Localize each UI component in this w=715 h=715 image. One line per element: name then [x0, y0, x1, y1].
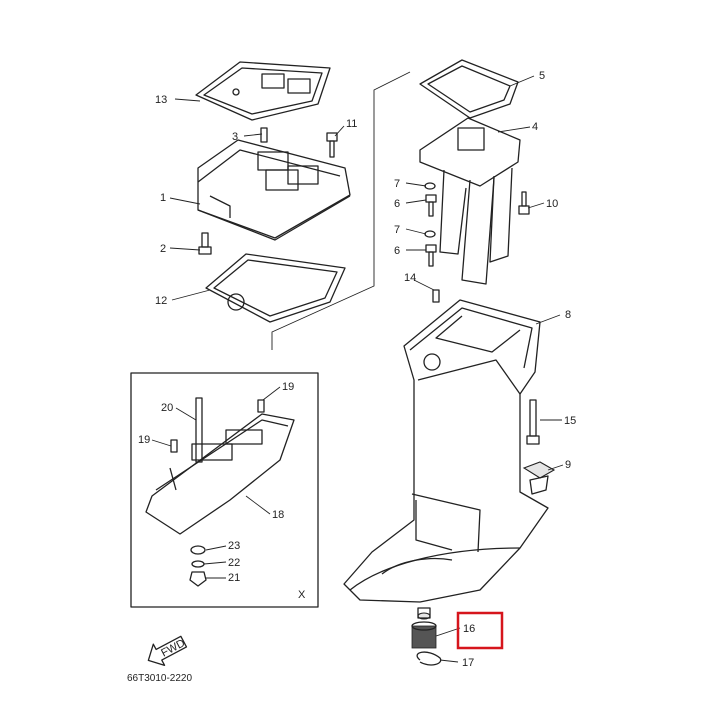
bolt-10[interactable]	[518, 191, 530, 215]
diagram-code: 66T3010-2220	[127, 673, 192, 684]
callout-1[interactable]: 1	[160, 192, 166, 204]
nut-21[interactable]	[189, 571, 207, 587]
bolt-11[interactable]	[326, 132, 338, 158]
lower-plate-18[interactable]	[145, 413, 295, 535]
washer-23[interactable]	[190, 545, 206, 555]
grommet-9[interactable]	[522, 461, 556, 495]
inset-frame	[130, 372, 319, 608]
callout-4[interactable]: 4	[532, 121, 538, 133]
gasket-5[interactable]	[419, 59, 519, 119]
upper-casing-8[interactable]	[343, 299, 549, 603]
callout-6b[interactable]: 6	[394, 245, 400, 257]
callout-6a[interactable]: 6	[394, 198, 400, 210]
callout-7a[interactable]: 7	[394, 178, 400, 190]
dowel-pin-14[interactable]	[432, 289, 440, 303]
callout-20[interactable]: 20	[161, 402, 173, 414]
gasket-13[interactable]	[195, 61, 331, 121]
rubber-mount-16[interactable]	[411, 607, 437, 649]
callout-10[interactable]: 10	[546, 198, 558, 210]
callout-22[interactable]: 22	[228, 557, 240, 569]
callout-2[interactable]: 2	[160, 243, 166, 255]
callout-23[interactable]: 23	[228, 540, 240, 552]
gasket-12[interactable]	[205, 253, 346, 323]
leader-lines	[151, 75, 564, 663]
callout-15[interactable]: 15	[564, 415, 576, 427]
callout-11[interactable]: 11	[346, 118, 357, 130]
callout-19a[interactable]: 19	[282, 381, 294, 393]
callout-12[interactable]: 12	[155, 295, 167, 307]
callout-13[interactable]: 13	[155, 94, 167, 106]
callout-8[interactable]: 8	[565, 309, 571, 321]
exhaust-guide-1[interactable]	[197, 139, 351, 241]
bolt-15[interactable]	[526, 399, 540, 445]
callout-9[interactable]: 9	[565, 459, 571, 471]
callout-5[interactable]: 5	[539, 70, 545, 82]
callout-7b[interactable]: 7	[394, 224, 400, 236]
highlight-box-part-16[interactable]	[456, 611, 504, 650]
bolt-6a[interactable]	[425, 194, 437, 217]
spring-washer-22[interactable]	[191, 560, 205, 568]
washer-7b[interactable]	[424, 230, 436, 238]
callout-17[interactable]: 17	[462, 657, 474, 669]
dowel-pin-3[interactable]	[260, 127, 268, 143]
pin-19a[interactable]	[257, 399, 265, 413]
bolt-6b[interactable]	[425, 244, 437, 267]
pin-19b[interactable]	[170, 439, 178, 453]
fwd-arrow-icon: FWD	[147, 635, 188, 667]
stud-20[interactable]	[195, 397, 203, 463]
fwd-label: FWD	[159, 637, 187, 659]
callout-19b[interactable]: 19	[138, 434, 150, 446]
callout-3[interactable]: 3	[232, 131, 238, 143]
callout-16[interactable]: 16	[463, 623, 475, 635]
callout-18[interactable]: 18	[272, 509, 284, 521]
inset-marker: X	[298, 589, 306, 601]
circlip-17[interactable]	[416, 651, 442, 666]
bolt-2[interactable]	[198, 232, 212, 255]
callout-14[interactable]: 14	[404, 272, 416, 284]
washer-7a[interactable]	[424, 182, 436, 190]
callout-21[interactable]: 21	[228, 572, 240, 584]
exhaust-manifold-4[interactable]	[419, 117, 521, 285]
